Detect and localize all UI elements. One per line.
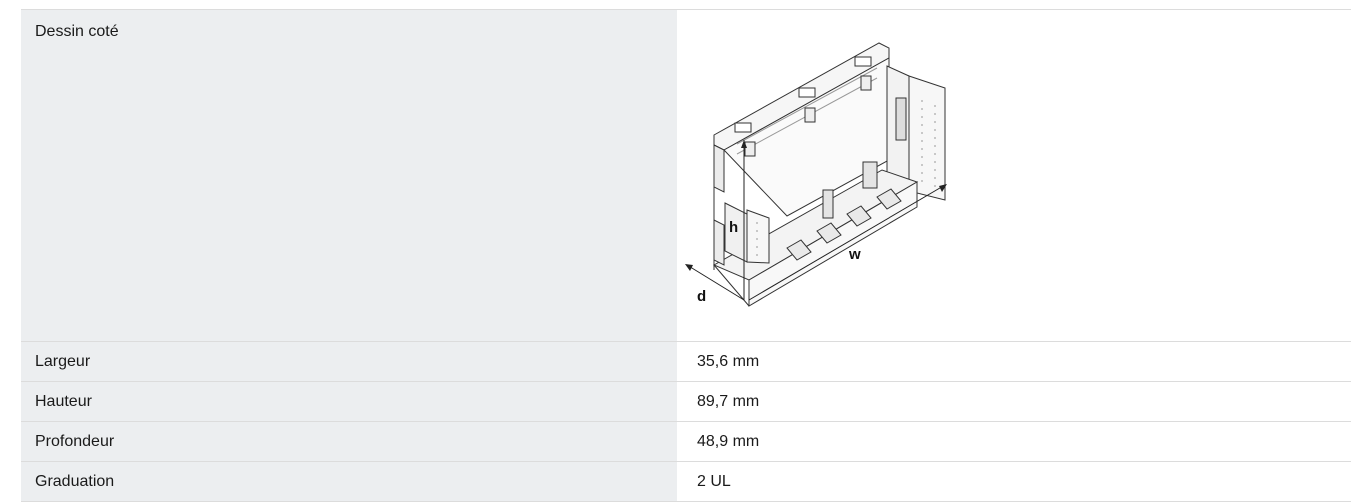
spec-label: Largeur <box>35 352 91 370</box>
row-label-cell: Dessin coté <box>21 10 677 341</box>
dimension-drawing-image: h w d <box>685 42 947 307</box>
row-value-cell: 2 UL <box>677 462 1351 501</box>
row-label-cell: Largeur <box>21 342 677 381</box>
height-dimension-label: h <box>729 219 738 236</box>
row-label-cell: Profondeur <box>21 422 677 461</box>
spec-value: 48,9 mm <box>697 432 760 450</box>
spec-value: 35,6 mm <box>697 352 760 370</box>
spec-row-profondeur: Profondeur 48,9 mm <box>21 422 1351 462</box>
spec-row-graduation: Graduation 2 UL <box>21 462 1351 502</box>
specification-table: Dessin coté <box>21 9 1351 502</box>
row-value-cell: 35,6 mm <box>677 342 1351 381</box>
dimension-drawing-row: Dessin coté <box>21 10 1351 342</box>
width-dimension-label: w <box>848 246 861 263</box>
depth-dimension-label: d <box>697 288 706 305</box>
dimension-drawing-cell: h w d <box>677 10 1351 341</box>
row-label-cell: Hauteur <box>21 382 677 421</box>
spec-row-largeur: Largeur 35,6 mm <box>21 342 1351 382</box>
spec-value: 2 UL <box>697 472 731 490</box>
row-value-cell: 89,7 mm <box>677 382 1351 421</box>
spec-label: Profondeur <box>35 432 115 450</box>
dimension-drawing-label: Dessin coté <box>35 23 119 40</box>
spec-value: 89,7 mm <box>697 392 760 410</box>
spec-row-hauteur: Hauteur 89,7 mm <box>21 382 1351 422</box>
spec-label: Hauteur <box>35 392 92 410</box>
row-value-cell: 48,9 mm <box>677 422 1351 461</box>
spec-label: Graduation <box>35 472 115 490</box>
row-label-cell: Graduation <box>21 462 677 501</box>
